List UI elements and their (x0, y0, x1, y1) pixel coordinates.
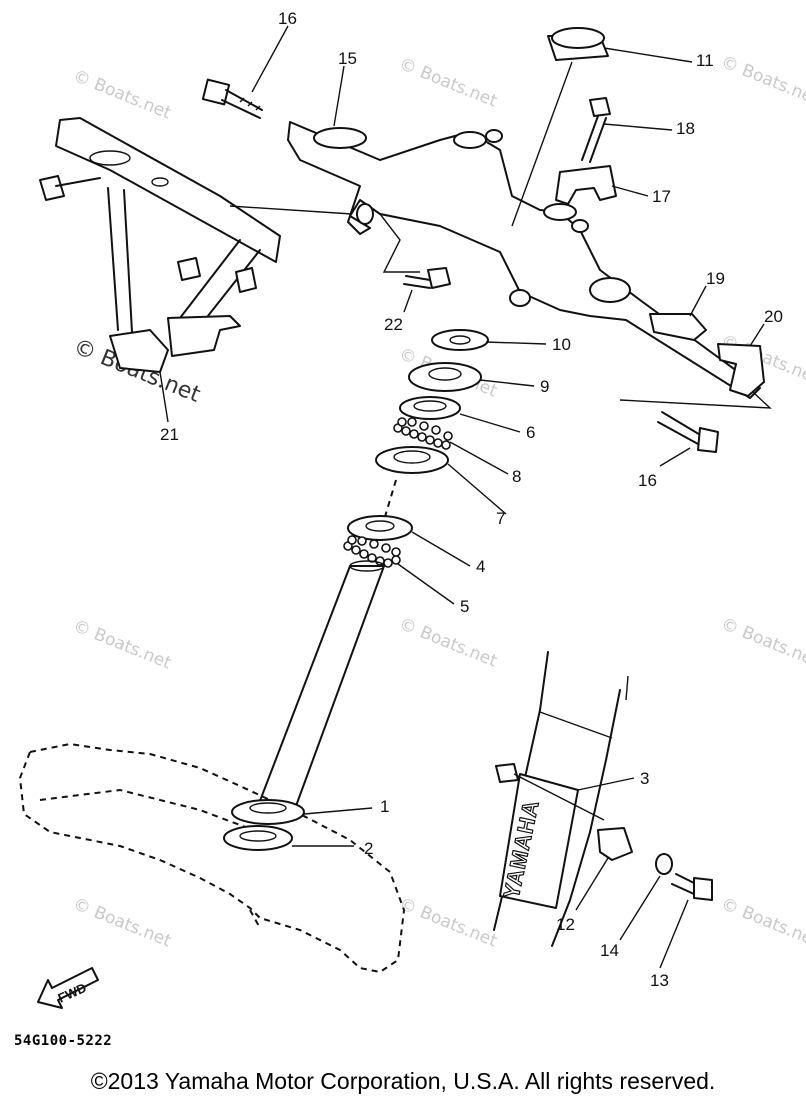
race-2 (223, 825, 293, 851)
callout-17: 17 (652, 187, 671, 206)
callout-7: 7 (496, 509, 505, 528)
steering-stem (257, 560, 385, 807)
callout-18: 18 (676, 119, 695, 138)
watermark: © Boats.net (70, 616, 174, 674)
bolt-18 (581, 97, 611, 163)
watermark: © Boats.net (396, 614, 500, 672)
callout-21: 21 (160, 425, 179, 444)
clamp-19 (649, 313, 707, 341)
upper-bracket (39, 117, 353, 373)
watermark: © Boats.net (718, 894, 806, 952)
race-6 (399, 396, 461, 420)
bolt-16-top (201, 78, 263, 119)
copyright-notice: ©2013 Yamaha Motor Corporation, U.S.A. A… (90, 1068, 716, 1094)
fwd-arrow: FWD (37, 967, 99, 1009)
callout-9: 9 (540, 377, 549, 396)
callout-2: 2 (364, 839, 373, 858)
watermark: © Boats.net (718, 614, 806, 672)
bolt-16-lower (657, 411, 719, 453)
ball-bearing-8 (393, 417, 453, 450)
callout-8: 8 (512, 467, 521, 486)
callout-numbers: 16 15 11 18 17 19 20 22 10 9 6 8 7 4 5 2… (160, 9, 783, 990)
callout-4: 4 (476, 557, 485, 576)
watermark: © Boats.net (718, 52, 806, 110)
nut-10 (431, 329, 489, 351)
bracket-20 (717, 343, 765, 397)
watermark: © Boats.net (396, 894, 500, 952)
upper-triple-clamp (287, 121, 772, 409)
callout-19: 19 (706, 269, 725, 288)
fork-leg: YAMAHA (493, 651, 629, 947)
callout-11: 11 (696, 51, 714, 70)
callout-22: 22 (384, 315, 403, 334)
clamp-17 (555, 165, 617, 205)
seal-1 (231, 799, 305, 825)
watermark: © Boats.net (396, 54, 500, 112)
race-4 (347, 515, 413, 541)
clamp-12 (597, 827, 633, 861)
callout-5: 5 (460, 597, 469, 616)
nut-11 (511, 27, 609, 227)
callout-14: 14 (600, 941, 619, 960)
callout-6: 6 (526, 423, 535, 442)
watermark: © Boats.net (70, 66, 174, 124)
race-7 (375, 446, 449, 474)
assembly-line (383, 479, 397, 521)
under-bracket (18, 742, 406, 974)
ball-bearing-5 (343, 535, 401, 568)
callout-12: 12 (556, 915, 575, 934)
washer-14 (655, 853, 673, 875)
bolt-22 (403, 267, 451, 289)
callout-1: 1 (380, 797, 389, 816)
washer-9 (408, 362, 482, 392)
callout-16-lower: 16 (638, 471, 657, 490)
diagram-code: 54G100-5222 (14, 1033, 113, 1049)
leader-lines (159, 25, 765, 969)
callout-16-top: 16 (278, 9, 297, 28)
callout-3: 3 (640, 769, 649, 788)
watermark: © Boats.net (70, 894, 174, 952)
callout-15: 15 (338, 49, 357, 68)
callout-20: 20 (764, 307, 783, 326)
callout-13: 13 (650, 971, 669, 990)
callout-10: 10 (552, 335, 571, 354)
bolt-13 (671, 873, 713, 901)
